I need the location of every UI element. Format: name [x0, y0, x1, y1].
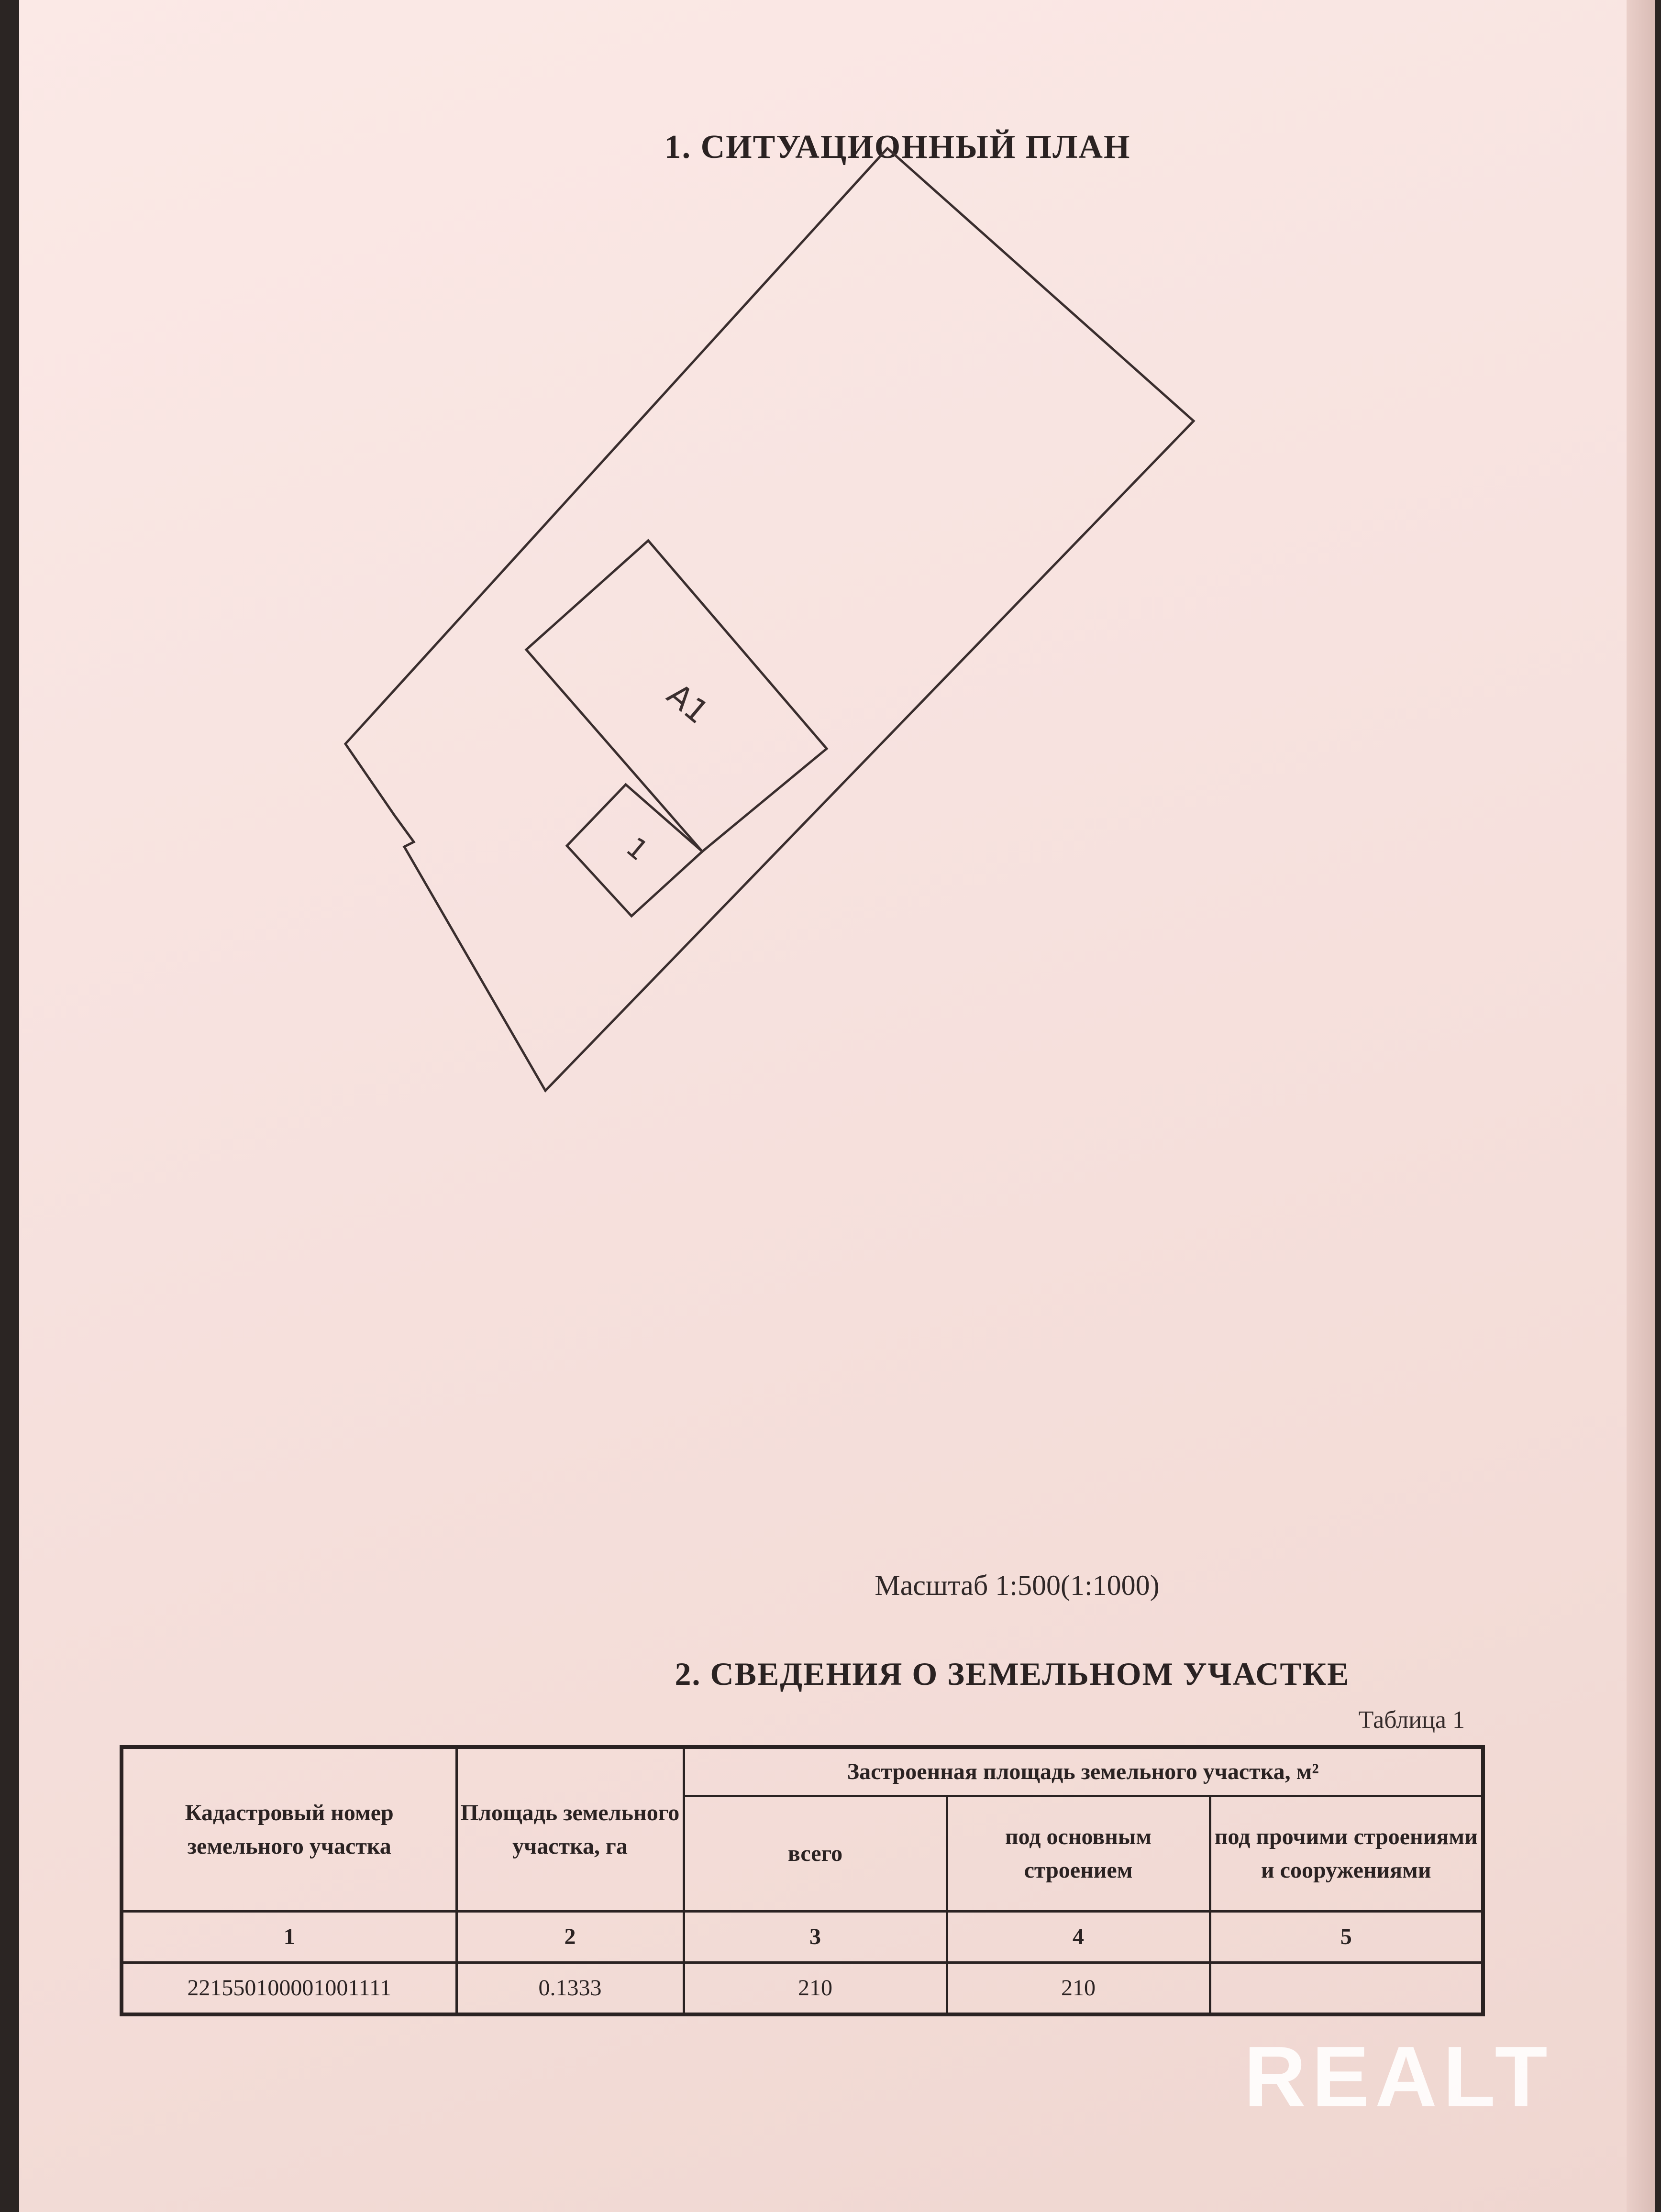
plot-area-value: 0.1333 [455, 1961, 685, 2016]
land-plot-table: Кадастровый номер земельного участка Пло… [120, 1745, 1485, 2016]
main-building-area-value: 210 [945, 1961, 1211, 2016]
column-number: 4 [945, 1910, 1211, 1964]
land-plot-boundary [343, 146, 1196, 1093]
table-subheader-row: всего под основным строением под прочими… [122, 1795, 1484, 1913]
table-number-label: Таблица 1 [1358, 1706, 1465, 1734]
situational-plan: А1 1 [343, 146, 1196, 1093]
column-number: 1 [120, 1910, 458, 1964]
realt-watermark-logo: REALT [1244, 2029, 1553, 2125]
table-row: 221550100001001111 0.1333 210 210 [120, 1961, 1484, 2016]
outbuilding-label: 1 [620, 831, 654, 867]
plan-title: 1. СИТУАЦИОННЫЙ ПЛАН [664, 129, 1131, 166]
built-area-total-value: 210 [682, 1961, 948, 2016]
scale-caption: Масштаб 1:500(1:1000) [875, 1570, 1160, 1601]
header-built-area: Застроенная площадь земельного участка, … [682, 1746, 1484, 1797]
cadastral-number-value: 221550100001001111 [120, 1961, 458, 2016]
other-buildings-area-value [1208, 1961, 1484, 2016]
column-number-row: 1 2 3 4 5 [120, 1910, 1484, 1964]
header-main-building: под основным строением [945, 1795, 1211, 1913]
header-cadastral-number: Кадастровый номер земельного участка [120, 1746, 458, 1913]
outbuilding-outline [565, 783, 704, 918]
section-title: 2. СВЕДЕНИЯ О ЗЕМЕЛЬНОМ УЧАСТКЕ [675, 1656, 1350, 1692]
header-total: всего [682, 1795, 948, 1913]
column-number: 3 [682, 1910, 948, 1964]
building-label-a1: А1 [660, 676, 716, 731]
page-edge [1627, 0, 1655, 2212]
table-header-row: Кадастровый номер земельного участка Пло… [120, 1746, 1484, 1913]
column-number: 5 [1208, 1910, 1484, 1964]
column-number: 2 [455, 1910, 685, 1964]
header-other-buildings: под прочими строениями и сооружениями [1208, 1795, 1484, 1913]
header-plot-area: Площадь земельного участка, га [455, 1746, 685, 1913]
